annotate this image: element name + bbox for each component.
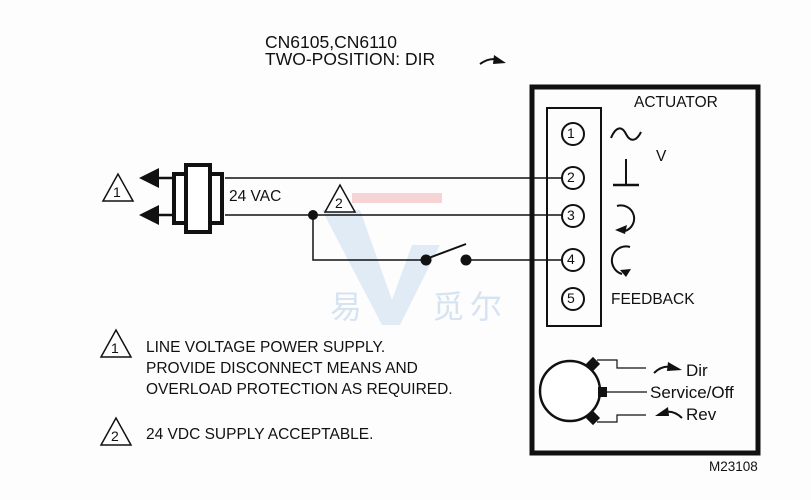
selector-dial[interactable] [538, 356, 647, 426]
note-1-line-3: OVERLOAD PROTECTION AS REQUIRED. [146, 381, 453, 398]
switch[interactable] [420, 243, 472, 266]
figure-id: M23108 [709, 459, 758, 474]
dir-selector-arrow-icon [653, 362, 682, 374]
transformer [172, 163, 224, 234]
supply-voltage-label: 24 VAC [229, 188, 282, 205]
watermark-bar [352, 193, 442, 203]
note-1-line-1: LINE VOLTAGE POWER SUPPLY. [146, 339, 386, 356]
actuator-box [529, 84, 761, 456]
terminal-1[interactable] [561, 122, 585, 146]
terminal-5-number: 5 [567, 290, 575, 306]
note-marker-2-triangle [323, 183, 357, 213]
legend-marker-2-number: 2 [111, 428, 119, 444]
junction-dot [308, 210, 318, 220]
rev-selector-arrow-icon [655, 407, 683, 419]
selector-dir-label: Dir [686, 361, 708, 380]
ground-icon [613, 159, 639, 187]
terminal-1-number: 1 [567, 125, 575, 141]
terminal-5[interactable] [561, 287, 585, 311]
legend-marker-1-number: 1 [111, 340, 119, 356]
actuator-title: ACTUATOR [634, 94, 718, 111]
watermark-text-right: 觅尔 [432, 289, 509, 325]
model-numbers: CN6105,CN6110 [265, 32, 397, 52]
watermark-v [322, 210, 440, 325]
terminal-3-number: 3 [567, 207, 575, 223]
watermark-text-left: 易 [330, 289, 369, 325]
selector-service-off-label: Service/Off [650, 383, 734, 402]
voltage-label: V [656, 148, 667, 165]
terminal-strip [546, 107, 602, 327]
legend-marker-1-triangle [99, 328, 133, 358]
dir-arrow-icon [479, 55, 506, 65]
terminal-2-number: 2 [567, 169, 575, 185]
legend-marker-2-triangle [99, 416, 133, 446]
feedback-label: FEEDBACK [611, 291, 695, 308]
note-marker-1-triangle [101, 172, 135, 202]
ac-tilde-icon [610, 127, 642, 141]
mode-label: TWO-POSITION: DIR [265, 49, 436, 69]
note-marker-1-number: 1 [113, 184, 121, 200]
wire-branch [312, 215, 426, 261]
selector-rev-label: Rev [686, 405, 717, 424]
terminal-3[interactable] [561, 204, 585, 228]
note-1-line-2: PROVIDE DISCONNECT MEANS AND [146, 360, 418, 377]
counterclockwise-arrow-icon [610, 245, 631, 277]
clockwise-arrow-icon [615, 204, 636, 234]
note-2-line-1: 24 VDC SUPPLY ACCEPTABLE. [146, 426, 374, 443]
terminal-4-number: 4 [567, 251, 575, 267]
note-marker-2-number: 2 [335, 195, 343, 211]
